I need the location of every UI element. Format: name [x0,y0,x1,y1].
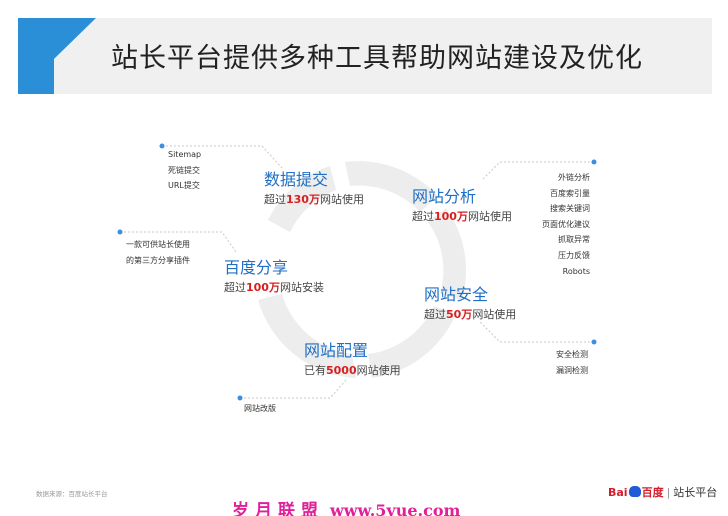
note-item: 压力反馈 [558,250,590,260]
feature-security-title: 网站安全 [424,285,489,304]
ring-segment-2 [345,161,438,212]
note-item: 的第三方分享插件 [126,255,190,265]
ring-segment-3 [428,208,467,300]
note-item: URL提交 [168,181,200,191]
note-submit: Sitemap 死链提交 URL提交 [168,147,201,194]
connector-security [479,321,594,343]
note-item: Robots [562,266,590,276]
baidu-logo: Bai 百度|站长平台 [608,484,717,500]
feature-share-title: 百度分享 [224,258,289,277]
note-item: 外链分析 [558,173,590,182]
feature-analysis-stat: 超过100万网站使用 [412,210,512,223]
connector-dot-submit [159,143,165,149]
ring-segment-1 [268,166,336,232]
connector-submit [162,145,283,169]
feature-submit: 数据提交 超过130万网站使用 [264,169,364,209]
note-item: 页面优化建议 [542,219,590,229]
header-accent-wedge [18,18,96,94]
note-item: 死链提交 [168,165,200,175]
header-band [18,18,712,94]
feature-share: 百度分享 超过100万网站安装 [224,257,324,297]
note-item: 一款可供站长使用 [126,240,190,249]
note-item: 抓取异常 [558,235,590,245]
logo-platform-name: 站长平台 [673,486,718,499]
watermark: 岁月联盟 www.5yue.com [232,496,460,516]
watermark-url: www.5yue.com [330,501,461,516]
logo-bai-text: Bai [608,486,628,499]
note-item: 百度索引量 [550,188,590,198]
note-item: 网站改版 [244,404,276,413]
connector-dot-analysis [591,159,597,165]
connector-dot-config [237,395,243,401]
note-security: 安全检测 漏洞检测 [556,347,588,378]
logo-separator: | [666,486,671,499]
feature-share-stat: 超过100万网站安装 [224,281,324,294]
watermark-text: 岁月联盟 [232,501,324,516]
ring-segment-4 [368,306,456,378]
note-analysis: 外链分析 百度索引量 搜索关键词 页面优化建议 抓取异常 压力反馈 Robots [538,170,590,279]
feature-security-stat: 超过50万网站使用 [424,308,517,321]
connector-dot-share [117,229,123,235]
note-item: 搜索关键词 [550,204,590,214]
connector-config [240,379,347,399]
feature-security: 网站安全 超过50万网站使用 [424,284,516,324]
footer-source-note: 数据来源：百度站长平台 [36,490,108,498]
connector-analysis [481,161,594,181]
ring-segment-5 [258,294,356,378]
note-item: Sitemap [168,150,202,159]
note-item: 漏洞检测 [556,365,588,375]
note-config: 网站改版 [244,401,276,417]
connector-dot-security [591,339,597,345]
feature-config: 网站配置 已有5000网站使用 [304,340,401,380]
connector-share [120,231,237,253]
feature-analysis-title: 网站分析 [412,187,477,206]
feature-config-title: 网站配置 [304,341,369,360]
note-share: 一款可供站长使用 的第三方分享插件 [126,237,190,268]
page-title: 站长平台提供多种工具帮助网站建设及优化 [111,43,643,74]
logo-du-text: 百度 [641,486,664,499]
feature-submit-title: 数据提交 [264,170,329,189]
feature-analysis: 网站分析 超过100万网站使用 [412,186,512,226]
note-item: 安全检测 [556,350,588,359]
feature-config-stat: 已有5000网站使用 [304,364,401,377]
paw-icon [628,486,641,497]
feature-submit-stat: 超过130万网站使用 [264,193,364,206]
